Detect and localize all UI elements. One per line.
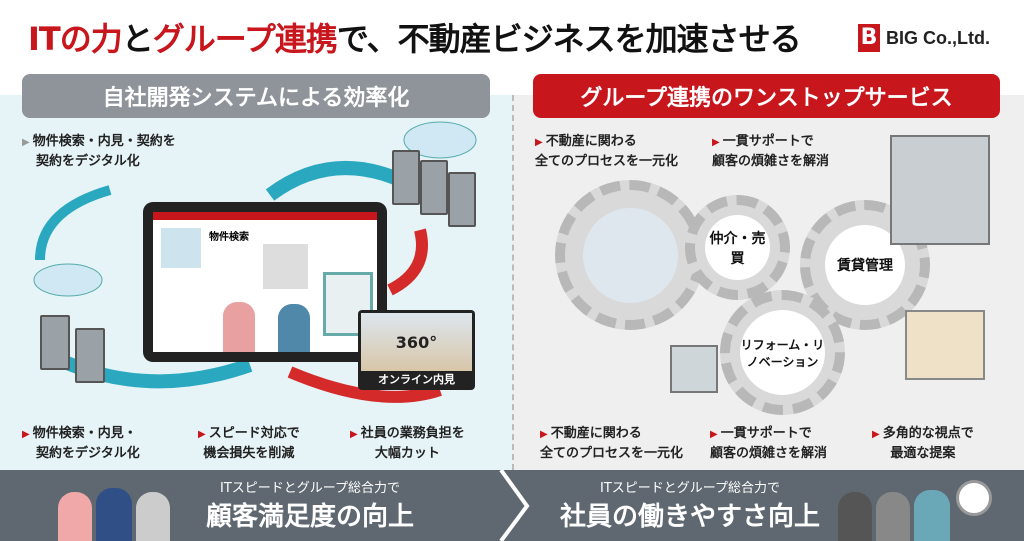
right-top-bullet-1: ▶不動産に関わる全てのプロセスを一元化 <box>535 134 679 169</box>
server-icon <box>75 328 105 383</box>
building-icon <box>670 345 718 393</box>
customer-person <box>278 304 310 352</box>
bottom-right-text: ITスピードとグループ総合力で社員の働きやすさ向上 <box>545 477 835 533</box>
server-icon <box>40 315 70 370</box>
bullet-line: 一貫サポートで <box>720 426 812 441</box>
employees-illustration <box>838 480 1024 541</box>
tablet-illustration: 物件検索 <box>143 202 387 362</box>
bottom-subtitle: ITスピードとグループ総合力で <box>220 481 400 496</box>
bullet-line: スピード対応で <box>208 426 300 441</box>
bullet-line: 契約をデジタル化 <box>36 446 140 461</box>
gear-handshake <box>555 180 705 330</box>
left-top-bullet: ▶物件検索・内見・契約を 契約をデジタル化 <box>22 134 176 169</box>
bullet-line: 顧客の煩雑さを解消 <box>712 154 830 169</box>
left-bullet-2: ▶スピード対応で機会損失を削減 <box>198 426 300 461</box>
house-icon <box>161 228 201 268</box>
server-icon <box>448 172 476 227</box>
bullet-line: 不動産に関わる <box>550 426 642 441</box>
right-bullet-1: ▶不動産に関わる全てのプロセスを一元化 <box>540 426 684 461</box>
bullet-line: 物件検索・内見・ <box>32 426 137 441</box>
right-bullet-3: ▶多角的な視点で最適な提案 <box>872 426 974 461</box>
map-icon <box>263 244 308 289</box>
bullet-line: 全てのプロセスを一元化 <box>540 446 684 461</box>
screen-title: 物件検索 <box>209 232 249 243</box>
left-bullet-3: ▶社員の業務負担を大幅カット <box>350 426 465 461</box>
bullet-line: 契約をデジタル化 <box>36 154 140 169</box>
teal-arrow <box>35 185 112 261</box>
right-heading: グループ連携のワンストップサービス <box>533 74 1000 118</box>
clock-icon <box>956 480 992 516</box>
bullet-line: 不動産に関わる <box>545 134 637 149</box>
company-logo: B BIG Co.,Ltd. <box>858 24 990 52</box>
bullet-line: 大幅カット <box>374 446 440 461</box>
server-icon <box>420 160 448 215</box>
online-viewing-panel: 360° オンライン内見 <box>358 310 475 390</box>
bullet-line: 全てのプロセスを一元化 <box>535 154 679 169</box>
title-part: グループ連携 <box>152 20 338 58</box>
bullet-line: 社員の業務負担を <box>360 426 465 441</box>
bullet-line: 顧客の煩雑さを解消 <box>710 446 828 461</box>
left-bullet-1: ▶物件検索・内見・契約をデジタル化 <box>22 426 140 461</box>
bullet-line: 物件検索・内見・契約を <box>32 134 176 149</box>
gear-label: 賃貸管理 <box>825 225 905 305</box>
bullet-line: 多角的な視点で <box>882 426 974 441</box>
tablet-screen: 物件検索 <box>153 212 377 352</box>
red-arrow <box>387 228 428 296</box>
room-icon <box>905 310 985 380</box>
right-top-bullet-2: ▶一貫サポートで顧客の煩雑さを解消 <box>712 134 830 169</box>
right-bullet-2: ▶一貫サポートで顧客の煩雑さを解消 <box>710 426 828 461</box>
title-part: ITの力 <box>28 20 123 58</box>
logo-text: BIG Co.,Ltd. <box>886 27 990 48</box>
customers-illustration <box>48 480 178 541</box>
logo-mark: B <box>858 24 880 52</box>
cloud-icon <box>33 263 103 297</box>
handshake-icon <box>582 207 678 303</box>
cloud-icon <box>403 121 477 159</box>
red-arrow <box>287 366 442 403</box>
vr-caption: オンライン内見 <box>378 373 455 386</box>
title-part: で、不動産ビジネスを加速させる <box>336 20 802 58</box>
chevron-right-icon <box>499 470 530 541</box>
gear-brokerage: 仲介・売買 <box>685 195 790 300</box>
vr-360-label: 360° <box>361 313 472 371</box>
bullet-line: 最適な提案 <box>890 446 956 461</box>
title-part: と <box>121 20 154 58</box>
page-title: ITの力とグループ連携で、不動産ビジネスを加速させる <box>28 14 802 60</box>
left-heading: 自社開発システムによる効率化 <box>22 74 490 118</box>
gear-label: 仲介・売買 <box>705 215 770 280</box>
bottom-main: 社員の働きやすさ向上 <box>559 502 820 532</box>
bottom-left-text: ITスピードとグループ総合力で顧客満足度の向上 <box>185 477 435 533</box>
screen-titlebar <box>153 212 377 220</box>
bullet-line: 機会損失を削減 <box>203 446 295 461</box>
gear-renovation: リフォーム・リノベーション <box>720 290 845 415</box>
server-icon <box>392 150 420 205</box>
agent-person <box>223 302 255 352</box>
building-icon <box>890 135 990 245</box>
bottom-subtitle: ITスピードとグループ総合力で <box>600 481 780 496</box>
bullet-line: 一貫サポートで <box>722 134 814 149</box>
gear-label: リフォーム・リノベーション <box>740 310 825 395</box>
teal-arrow <box>265 161 403 201</box>
bottom-main: 顧客満足度の向上 <box>205 502 414 532</box>
